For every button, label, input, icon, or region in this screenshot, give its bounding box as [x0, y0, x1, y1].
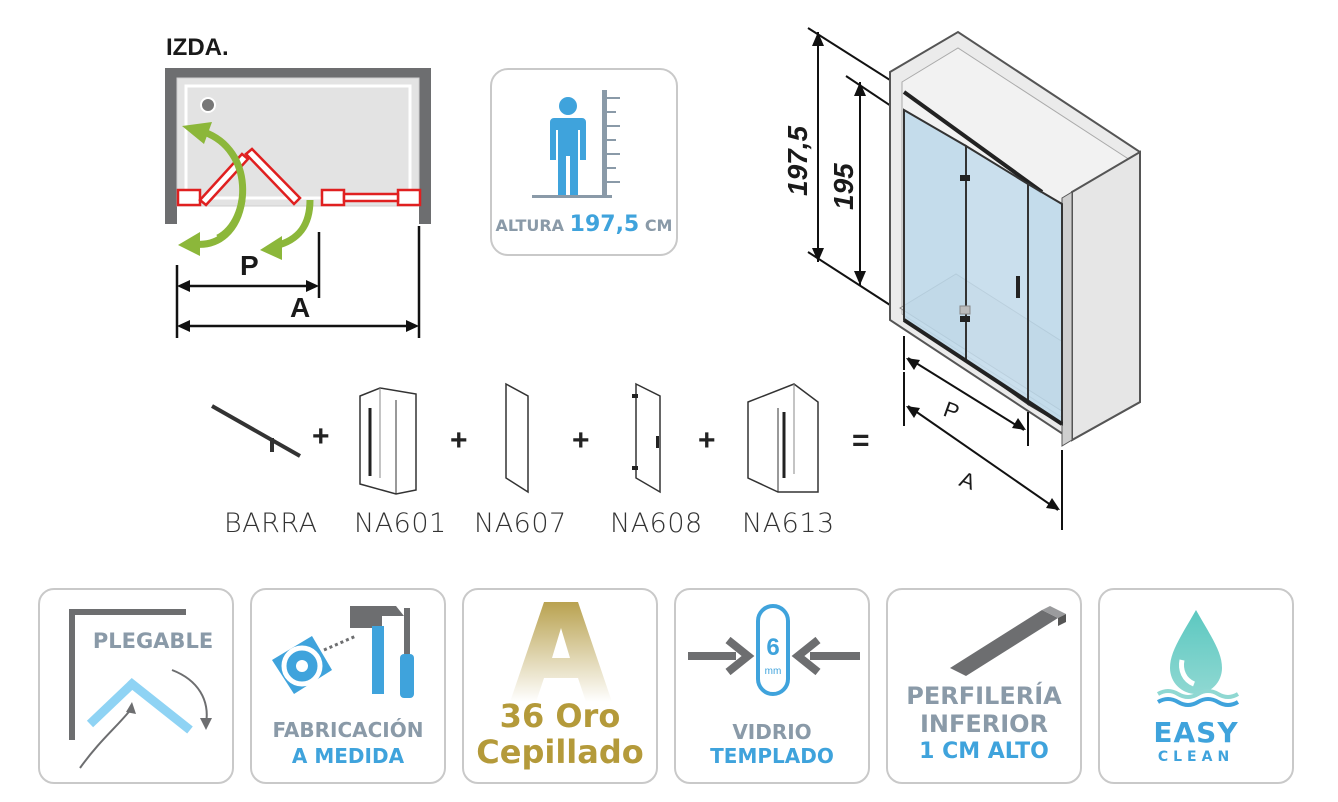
feature-fabricacion-line1: FABRICACIÓN — [272, 718, 424, 742]
feature-card-profile: PERFILERÍA INFERIOR 1 CM ALTO — [886, 588, 1082, 784]
plan-drain-icon — [200, 97, 216, 113]
component-label-na613: NA613 — [742, 508, 835, 539]
plus-4: + — [698, 424, 716, 457]
feature-card-finish: 36 Oro Cepillado — [462, 588, 658, 784]
height-label-unit: CM — [644, 216, 673, 235]
feature-card-glass: 6 mm VIDRIO TEMPLADO — [674, 588, 870, 784]
feature-glass-line2: TEMPLADO — [710, 744, 834, 768]
component-label-na608: NA608 — [610, 508, 703, 539]
feature-fabricacion-line2: A MEDIDA — [291, 744, 405, 768]
plus-1: + — [312, 420, 330, 453]
isometric-shower-diagram — [807, 27, 1141, 530]
iso-height-inner: 195 — [828, 163, 859, 210]
component-na601-icon — [359, 387, 417, 495]
height-label-value: 197,5 — [569, 212, 640, 237]
feature-finish-line1: 36 Oro — [499, 697, 621, 735]
plus-2: + — [450, 424, 468, 457]
feature-plegable-label: PLEGABLE — [92, 629, 214, 653]
component-label-na601: NA601 — [354, 508, 447, 539]
feature-easy-line1: EASY — [1153, 716, 1239, 749]
plus-3: + — [572, 424, 590, 457]
glass-thickness-unit: mm — [764, 666, 782, 677]
height-label: ALTURA 197,5 CM — [492, 212, 676, 237]
feature-card-easy-clean: EASY CLEAN — [1098, 588, 1294, 784]
feature-profile-line3: 1 CM ALTO — [919, 739, 1049, 764]
glass-thickness-value: 6 — [766, 634, 780, 661]
component-na608-icon — [632, 382, 661, 494]
feature-glass-line1: VIDRIO — [732, 720, 812, 744]
component-na613-icon — [747, 383, 819, 493]
water-drop-icon — [1156, 610, 1240, 707]
feature-finish-line2: Cepillado — [476, 733, 644, 771]
feature-profile-line2: INFERIOR — [919, 710, 1049, 738]
glass-thickness-icon — [688, 604, 860, 696]
feature-card-plegable: PLEGABLE — [38, 588, 234, 784]
plan-side-label: IZDA. — [166, 34, 229, 61]
person-height-icon — [532, 90, 620, 198]
component-na607-icon — [505, 382, 529, 494]
height-label-prefix: ALTURA — [495, 216, 565, 235]
tools-icon — [272, 606, 414, 698]
component-barra-icon — [211, 404, 301, 458]
plan-left-wall — [165, 68, 177, 224]
feature-easy-line2: CLEAN — [1157, 749, 1235, 765]
component-label-na607: NA607 — [474, 508, 567, 539]
component-label-barra: BARRA — [224, 508, 318, 539]
folding-door-icon — [69, 609, 212, 769]
bottom-profile-icon — [950, 606, 1066, 676]
feature-profile-line1: PERFILERÍA — [906, 682, 1062, 710]
plan-p-label: P — [240, 250, 259, 281]
plan-right-wall — [419, 68, 431, 224]
iso-height-outer: 197,5 — [782, 125, 813, 196]
feature-card-fabricacion: FABRICACIÓN A MEDIDA — [250, 588, 446, 784]
plan-diagram — [165, 68, 431, 338]
equals-sign: = — [852, 424, 870, 457]
plan-back-wall — [165, 68, 431, 78]
plan-a-label: A — [290, 292, 311, 323]
gold-finish-letter-icon — [510, 602, 612, 702]
height-card: ALTURA 197,5 CM — [490, 68, 678, 256]
